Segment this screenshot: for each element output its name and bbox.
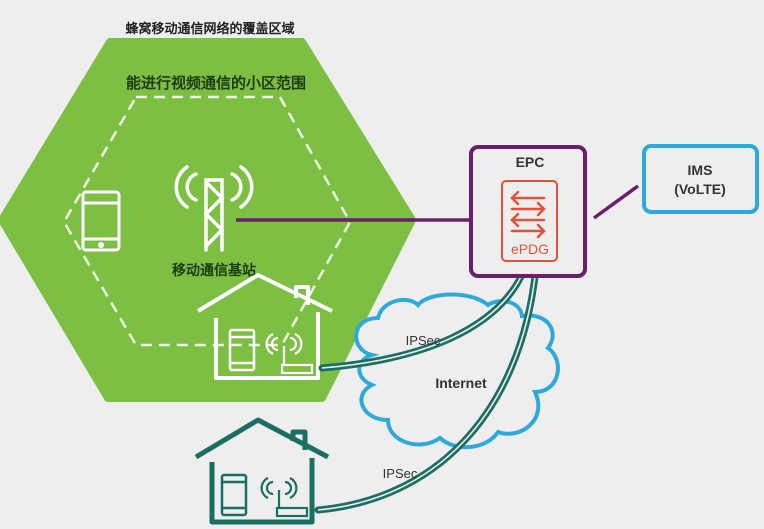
epc-label: EPC xyxy=(516,154,545,170)
smartphone-icon xyxy=(228,328,256,372)
epdg-label: ePDG xyxy=(511,241,549,257)
ims-label: IMS xyxy=(688,162,713,178)
smartphone-icon xyxy=(81,190,121,252)
video-cell-dashed-hexagon xyxy=(62,95,352,347)
wifi-router-icon xyxy=(265,333,314,375)
epc-ims-link xyxy=(592,184,640,220)
bidirectional-arrows-icon xyxy=(510,190,546,239)
house-icon xyxy=(194,417,330,525)
smartphone-icon xyxy=(220,473,248,517)
volte-label: (VoLTE) xyxy=(674,181,726,197)
cloud-icon xyxy=(354,292,560,450)
ipsec-label-2: IPSec xyxy=(383,466,418,481)
house-icon xyxy=(196,273,333,380)
cell-tower-icon xyxy=(174,165,254,252)
video-cell-range-label: 能进行视频通信的小区范围 xyxy=(126,74,306,92)
ipsec-label-1: IPSec xyxy=(406,333,441,348)
wifi-router-icon xyxy=(260,477,309,518)
base-station-label: 移动通信基站 xyxy=(172,262,256,279)
coverage-area-title: 蜂窝移动通信网络的覆盖区域 xyxy=(125,21,294,37)
ims-box xyxy=(642,144,759,214)
internet-label: Internet xyxy=(435,375,487,391)
